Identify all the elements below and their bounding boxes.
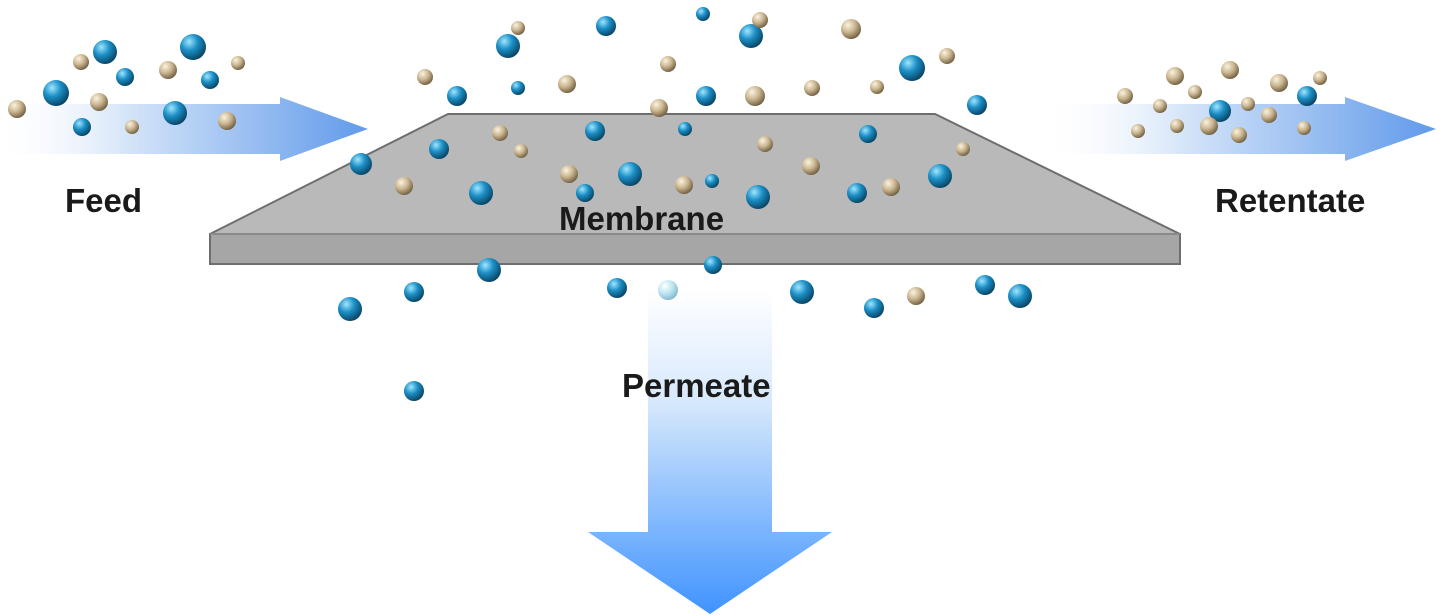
tan-particle-icon [675, 176, 693, 194]
tan-particle-icon [660, 56, 676, 72]
blue-particle-icon [338, 297, 362, 321]
permeate-arrow [588, 290, 832, 614]
blue-particle-icon [696, 86, 716, 106]
blue-particle-icon [618, 162, 642, 186]
tan-particle-icon [395, 177, 413, 195]
tan-particle-icon [1241, 97, 1255, 111]
tan-particle-icon [1221, 61, 1239, 79]
retentate-label: Retentate [1215, 182, 1365, 219]
tan-particle-icon [1200, 117, 1218, 135]
blue-particle-icon [93, 40, 117, 64]
blue-particle-icon [1209, 100, 1231, 122]
blue-particle-icon [696, 7, 710, 21]
blue-particle-icon [607, 278, 627, 298]
blue-particle-icon [967, 95, 987, 115]
blue-particle-icon [429, 139, 449, 159]
blue-particle-icon [73, 118, 91, 136]
tan-particle-icon [218, 112, 236, 130]
tan-particle-icon [1153, 99, 1167, 113]
tan-particle-icon [159, 61, 177, 79]
tan-particle-icon [1270, 74, 1288, 92]
blue-particle-icon [790, 280, 814, 304]
tan-particle-icon [1117, 88, 1133, 104]
blue-particle-icon [847, 183, 867, 203]
tan-particle-icon [73, 54, 89, 70]
tan-particle-icon [650, 99, 668, 117]
blue-particle-icon [116, 68, 134, 86]
membrane-label: Membrane [559, 200, 724, 237]
blue-particle-icon [596, 16, 616, 36]
blue-particle-icon [746, 185, 770, 209]
tan-particle-icon [757, 136, 773, 152]
membrane-slab [209, 113, 1181, 265]
blue-particle-icon [1008, 284, 1032, 308]
blue-particle-icon [739, 24, 763, 48]
blue-particle-icon [705, 174, 719, 188]
tan-particle-icon [956, 142, 970, 156]
blue-particle-icon [576, 184, 594, 202]
tan-particle-icon [1261, 107, 1277, 123]
tan-particle-icon [1131, 124, 1145, 138]
tan-particle-icon [802, 157, 820, 175]
tan-particle-icon [745, 86, 765, 106]
tan-particle-icon [1297, 121, 1311, 135]
blue-particle-icon [704, 256, 722, 274]
tan-particle-icon [231, 56, 245, 70]
tan-particle-icon [1231, 127, 1247, 143]
tan-particle-icon [514, 144, 528, 158]
blue-particle-icon [585, 121, 605, 141]
blue-particle-icon [511, 81, 525, 95]
tan-particle-icon [1166, 67, 1184, 85]
tan-particle-icon [1188, 85, 1202, 99]
permeate-label: Permeate [622, 367, 771, 404]
tan-particle-icon [560, 165, 578, 183]
blue-particle-icon [928, 164, 952, 188]
tan-particle-icon [492, 125, 508, 141]
blue-particle-icon [1297, 86, 1317, 106]
tan-particle-icon [417, 69, 433, 85]
blue-particle-icon [404, 282, 424, 302]
tan-particle-icon [870, 80, 884, 94]
blue-particle-icon [180, 34, 206, 60]
blue-particle-icon [163, 101, 187, 125]
blue-particle-icon [864, 298, 884, 318]
blue-particle-icon [658, 280, 678, 300]
blue-particle-icon [350, 153, 372, 175]
tan-particle-icon [804, 80, 820, 96]
blue-particle-icon [43, 80, 69, 106]
blue-particle-icon [477, 258, 501, 282]
blue-particle-icon [201, 71, 219, 89]
blue-particle-icon [975, 275, 995, 295]
tan-particle-icon [907, 287, 925, 305]
tan-particle-icon [841, 19, 861, 39]
blue-particle-icon [899, 55, 925, 81]
tan-particle-icon [1313, 71, 1327, 85]
particles-layer [8, 7, 1327, 401]
tan-particle-icon [511, 21, 525, 35]
tan-particle-icon [1170, 119, 1184, 133]
blue-particle-icon [496, 34, 520, 58]
blue-particle-icon [404, 381, 424, 401]
feed-label: Feed [65, 182, 142, 219]
blue-particle-icon [447, 86, 467, 106]
tan-particle-icon [125, 120, 139, 134]
blue-particle-icon [678, 122, 692, 136]
tan-particle-icon [939, 48, 955, 64]
feed-arrow [0, 97, 368, 161]
tan-particle-icon [752, 12, 768, 28]
tan-particle-icon [558, 75, 576, 93]
blue-particle-icon [859, 125, 877, 143]
tan-particle-icon [882, 178, 900, 196]
blue-particle-icon [469, 181, 493, 205]
tan-particle-icon [90, 93, 108, 111]
tan-particle-icon [8, 100, 26, 118]
